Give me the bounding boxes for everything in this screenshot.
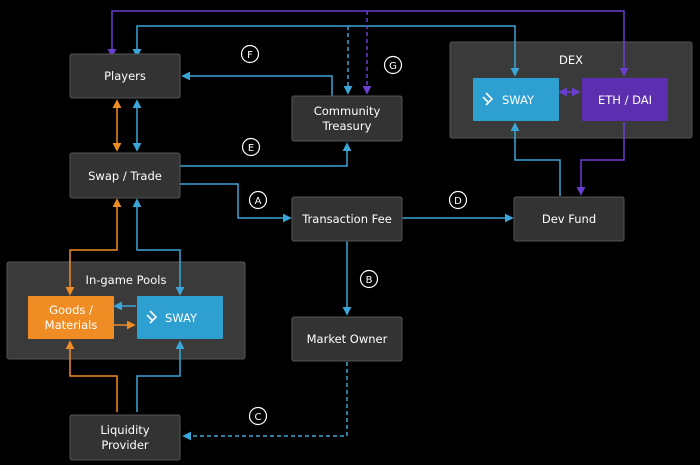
pool-sway-box: SWAY [137, 296, 223, 339]
svg-text:Players: Players [104, 69, 146, 83]
transaction-fee-box: Transaction Fee [291, 196, 403, 242]
svg-text:Market Owner: Market Owner [307, 332, 388, 346]
devfund-dexsway-connector [510, 122, 561, 196]
flow-label-a: A [248, 190, 268, 210]
sway-logo-icon [482, 92, 494, 106]
svg-text:B: B [366, 275, 373, 286]
svg-text:Goods /: Goods / [49, 303, 93, 317]
players-dexsway-connector [132, 25, 520, 77]
ethdai-devfund-connector [576, 122, 625, 196]
lp-poolsway-connector [136, 340, 185, 412]
svg-text:Transaction Fee: Transaction Fee [301, 212, 392, 226]
svg-text:Materials: Materials [45, 318, 98, 332]
market-owner-box: Market Owner [291, 316, 403, 362]
liquidity-provider-box: Liquidity Provider [69, 414, 181, 461]
svg-text:SWAY: SWAY [165, 311, 198, 325]
svg-text:Swap / Trade: Swap / Trade [88, 169, 162, 183]
flow-label-g: G [383, 55, 403, 75]
flow-label-d: D [448, 190, 468, 210]
community-treasury-box: Community Treasury [291, 95, 403, 142]
flow-label-b: B [359, 269, 379, 289]
lp-goods-connector [65, 340, 118, 412]
dex-eth-dai-box: ETH / DAI [582, 78, 668, 121]
svg-text:D: D [454, 196, 462, 207]
swap-trade-box: Swap / Trade [69, 152, 181, 199]
svg-text:Liquidity: Liquidity [100, 423, 149, 437]
swap-goods-connector [65, 198, 122, 296]
goods-materials-box: Goods / Materials [28, 296, 114, 339]
svg-text:Dev Fund: Dev Fund [542, 212, 596, 226]
flow-label-c: C [248, 406, 268, 426]
svg-text:Community: Community [314, 104, 381, 118]
f-connector [181, 71, 333, 98]
sway-logo-icon [146, 310, 158, 324]
flow-label-f: F [240, 44, 260, 64]
svg-text:F: F [247, 50, 253, 61]
c-connector [182, 362, 348, 441]
svg-text:G: G [389, 61, 397, 72]
svg-text:Provider: Provider [101, 438, 149, 452]
svg-text:E: E [248, 143, 254, 154]
a-connector [180, 183, 292, 223]
svg-text:Treasury: Treasury [322, 119, 372, 133]
flow-label-e: E [241, 137, 261, 157]
svg-text:SWAY: SWAY [502, 93, 535, 107]
svg-text:A: A [255, 196, 262, 207]
dev-fund-box: Dev Fund [513, 196, 625, 242]
svg-text:C: C [255, 412, 262, 423]
dex-title: DEX [559, 53, 583, 67]
e-connector [180, 142, 352, 167]
dex-sway-box: SWAY [473, 78, 559, 121]
swap-poolsway-connector [132, 198, 185, 296]
players-box: Players [69, 53, 181, 99]
svg-text:ETH / DAI: ETH / DAI [598, 93, 652, 107]
in-game-pools-title: In-game Pools [86, 273, 167, 287]
players-ethdai-connector [107, 10, 629, 77]
